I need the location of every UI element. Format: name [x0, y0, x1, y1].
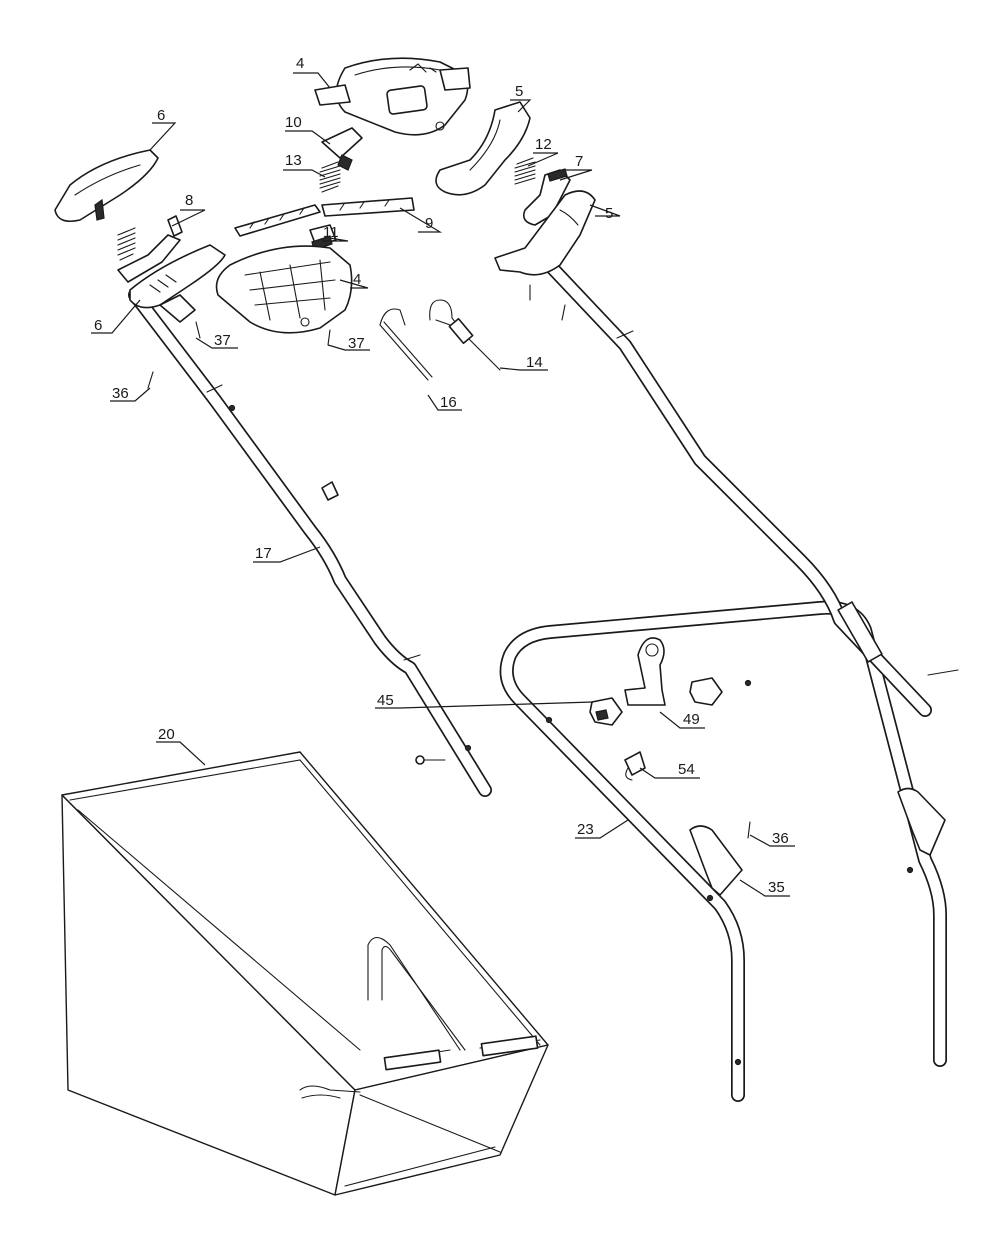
right-handle-cover	[435, 101, 531, 196]
callout-14: 14	[526, 354, 543, 371]
callout-10: 10	[285, 114, 302, 131]
wing-knob-left	[589, 697, 623, 726]
control-box-cover	[314, 57, 471, 136]
callout-54: 54	[678, 761, 695, 778]
callout-12: 12	[535, 136, 552, 153]
callout-9: 9	[425, 215, 433, 232]
height-lever-right	[897, 787, 946, 856]
wing-knob-right	[689, 677, 723, 706]
spring-13	[319, 161, 341, 193]
callout-36-right: 36	[772, 830, 789, 847]
spring-left	[117, 227, 136, 261]
callout-16: 16	[440, 394, 457, 411]
callout-37-b: 37	[348, 335, 365, 352]
callout-20: 20	[158, 726, 175, 743]
callout-49: 49	[683, 711, 700, 728]
callout-8: 8	[185, 192, 193, 209]
left-grip-slide	[117, 215, 183, 283]
callout-11: 11	[323, 224, 339, 241]
cable-16	[379, 308, 433, 381]
callout-45: 45	[377, 692, 394, 709]
slide-bars	[234, 197, 415, 237]
height-lever-left	[689, 825, 743, 896]
callout-37-a: 37	[214, 332, 231, 349]
screws	[147, 284, 959, 839]
lower-handle-frame	[499, 600, 947, 1102]
leader-lines	[91, 72, 795, 897]
callout-13: 13	[285, 152, 302, 169]
left-handle-grip	[129, 244, 226, 323]
upper-handle-left	[128, 288, 492, 797]
spring-12	[514, 157, 536, 185]
callout-4-mid: 4	[353, 271, 361, 288]
callout-5-top: 5	[515, 83, 523, 100]
left-handle-cover	[54, 149, 159, 223]
callout-35: 35	[768, 879, 785, 896]
handle-bracket	[624, 637, 666, 706]
callout-23: 23	[577, 821, 594, 838]
upper-handle-right	[533, 248, 932, 717]
callout-numbers: 4 5 6 10 13 12 7 8 9 11 5 4 6 37 37 36 1…	[94, 55, 789, 896]
cable-clip-54	[624, 751, 646, 781]
callout-4-top: 4	[296, 55, 304, 72]
right-handle-grip	[494, 190, 596, 276]
callout-6-top: 6	[157, 107, 165, 124]
callout-5-right: 5	[605, 205, 613, 222]
callout-36-left: 36	[112, 385, 129, 402]
control-box-base	[215, 245, 353, 334]
cable-clip-upper	[321, 481, 339, 501]
lock-button	[321, 127, 363, 171]
callout-6-left: 6	[94, 317, 102, 334]
cable-14	[429, 299, 501, 371]
callout-17: 17	[255, 545, 272, 562]
grass-bag	[61, 751, 549, 1196]
callout-7: 7	[575, 153, 583, 170]
